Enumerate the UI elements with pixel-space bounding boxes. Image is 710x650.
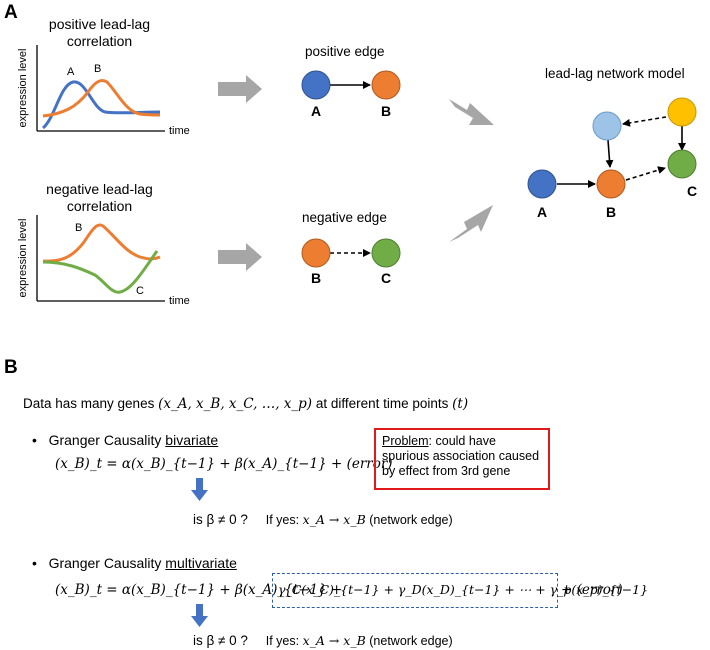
- net-node-yellow: [667, 97, 697, 127]
- intro-mid: at different time points: [312, 396, 453, 411]
- intro-prefix: Data has many genes: [23, 396, 159, 411]
- network-model: [527, 97, 697, 199]
- problem-text: : could have spurious association caused…: [382, 434, 540, 478]
- positive-curve-b-label: B: [94, 63, 102, 75]
- panel-b-label: B: [4, 357, 18, 378]
- multivariate-heading-underlined: multivariate: [165, 555, 237, 571]
- net-node-c: [667, 149, 697, 179]
- intro-line: Data has many genes (x_A, x_B, x_C, …, x…: [23, 395, 468, 413]
- multivariate-equation-right: + (error): [561, 582, 623, 598]
- net-edge-lightblue-b: [605, 139, 614, 168]
- positive-chart-title: positive lead-lag correlation: [48, 16, 151, 49]
- net-node-a: [527, 169, 557, 199]
- bivariate-equation: (x_B)_t = α(x_B)_{t−1} + β(x_A)_{t−1} + …: [55, 456, 393, 472]
- blue-down-arrow-1: [191, 478, 208, 501]
- net-edge-yellow-lightblue: [622, 116, 667, 127]
- negative-curve-c: [42, 250, 159, 294]
- bivariate-result: is β ≠ 0 ? If yes: x_A → x_B (network ed…: [193, 511, 453, 529]
- multivariate-heading-prefix: Granger Causality: [48, 555, 166, 571]
- positive-chart: [36, 45, 165, 132]
- positive-edge-title: positive edge: [305, 44, 385, 59]
- blue-down-arrow-2: [191, 604, 208, 627]
- negative-chart-title: negative lead-lag correlation: [46, 181, 153, 214]
- negative-curve-b-label: B: [75, 222, 83, 234]
- gray-arrow-top: [218, 75, 262, 103]
- gray-arrow-diag-down: [449, 99, 494, 125]
- negative-chart-ylabel: expression level: [17, 218, 29, 298]
- net-edge-b-c: [625, 166, 666, 181]
- positive-curve-a: [41, 80, 161, 130]
- problem-box: Problem: could have spurious association…: [374, 428, 550, 490]
- bivariate-heading-underlined: bivariate: [165, 432, 219, 448]
- bivariate-heading: • Granger Causality bivariate: [32, 432, 218, 448]
- gray-arrow-diag-up: [449, 205, 493, 242]
- net-node-b: [596, 169, 626, 199]
- negative-edge-title: negative edge: [302, 210, 387, 225]
- negative-chart: [36, 215, 165, 302]
- positive-curve-b: [42, 78, 161, 118]
- positive-edge-diagram: [301, 70, 401, 100]
- node-b-positive: [371, 70, 401, 100]
- net-node-light-blue: [592, 111, 622, 141]
- network-node-a-label: A: [537, 204, 548, 220]
- multivariate-edge-suffix: (network edge): [365, 634, 453, 648]
- positive-chart-xlabel: time: [169, 125, 190, 137]
- negative-curve-b: [42, 223, 161, 263]
- network-node-c-label: C: [687, 183, 698, 199]
- network-title: lead-lag network model: [545, 66, 685, 81]
- panel-a-label: A: [4, 2, 18, 23]
- multivariate-dashed-box: [272, 573, 558, 608]
- multivariate-edge-math: x_A → x_B: [302, 633, 366, 648]
- bivariate-edge-suffix: (network edge): [365, 513, 453, 527]
- negative-curve-c-label: C: [136, 285, 144, 297]
- multivariate-question: is β ≠ 0 ?: [193, 633, 248, 648]
- multivariate-if-yes: If yes:: [265, 634, 303, 648]
- positive-edge-from-label: A: [311, 103, 322, 119]
- intro-t: (t): [452, 396, 469, 412]
- multivariate-heading: • Granger Causality multivariate: [32, 555, 237, 571]
- negative-edge-diagram: [301, 238, 401, 268]
- negative-edge-from-label: B: [311, 270, 322, 286]
- positive-chart-ylabel: expression level: [17, 48, 29, 128]
- multivariate-equation-left: (x_B)_t = α(x_B)_{t−1} + β(x_A)_{t−1} +: [55, 582, 343, 598]
- multivariate-bullet: •: [32, 555, 37, 571]
- network-node-b-label: B: [606, 204, 617, 220]
- node-c-negative: [371, 238, 401, 268]
- multivariate-equation-box: γ_C(x_C)_{t−1} + γ_D(x_D)_{t−1} + ⋯ + γ_…: [278, 582, 649, 597]
- gray-arrow-bottom: [218, 243, 262, 271]
- negative-edge-to-label: C: [381, 270, 392, 286]
- node-b-negative: [301, 238, 331, 268]
- bivariate-edge-math: x_A → x_B: [302, 512, 366, 527]
- intro-math: (x_A, x_B, x_C, …, x_p): [158, 396, 313, 412]
- positive-curve-a-label: A: [67, 66, 75, 78]
- multivariate-result: is β ≠ 0 ? If yes: x_A → x_B (network ed…: [193, 632, 453, 650]
- negative-chart-xlabel: time: [169, 295, 190, 307]
- bivariate-heading-prefix: Granger Causality: [48, 432, 166, 448]
- bivariate-if-yes: If yes:: [265, 513, 303, 527]
- problem-underlined: Problem: [382, 434, 429, 448]
- positive-edge-to-label: B: [381, 103, 392, 119]
- bivariate-question: is β ≠ 0 ?: [193, 512, 248, 527]
- node-a-positive: [301, 70, 331, 100]
- bivariate-bullet: •: [32, 432, 37, 448]
